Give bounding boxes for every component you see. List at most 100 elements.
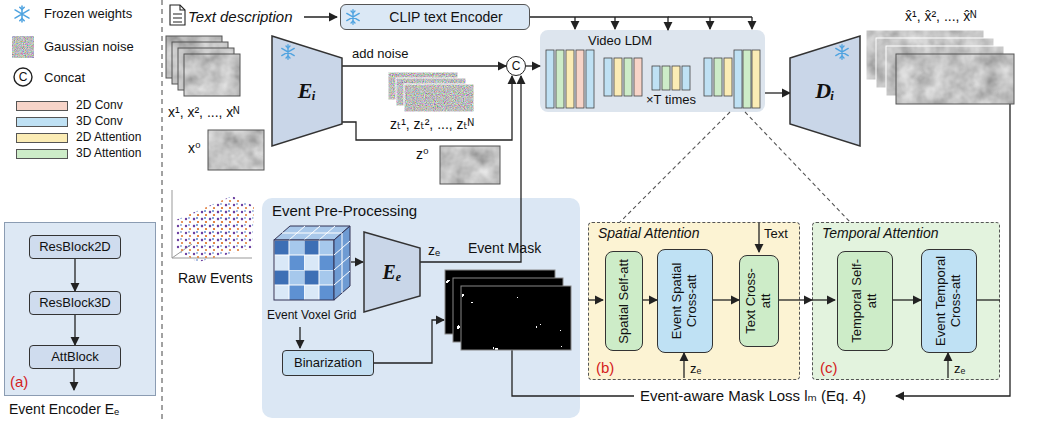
connector (342, 65, 506, 66)
legend-swatch (16, 149, 68, 159)
node-label: Event Pre-Processing (272, 202, 417, 220)
divider (162, 0, 163, 421)
node-label: (b) (596, 359, 614, 377)
legend-samples (14, 68, 32, 86)
legend-swatch (16, 133, 68, 143)
connector (342, 76, 512, 140)
attention-block: Text Cross-att (739, 255, 779, 347)
node-label: Dᵢ (815, 78, 835, 104)
legend-label: 2D Conv (76, 98, 123, 112)
unet-blocks (682, 66, 690, 90)
noise-frames (440, 146, 500, 184)
node-label: Temporal Self-att (850, 257, 880, 345)
node-label: Video LDM (588, 33, 652, 49)
resblock-box: ResBlock2D (29, 235, 121, 259)
arrows (812, 299, 835, 300)
document-icon (170, 5, 185, 25)
image-encoder: Eᵢ (272, 36, 342, 146)
annotation-label: Raw Events (178, 270, 253, 287)
arrows (351, 261, 363, 262)
input-frames (208, 130, 264, 170)
annotation-label: z⁰ (416, 146, 429, 163)
node-label: C (512, 59, 521, 73)
node-label: Event Temporal Cross-att (934, 255, 964, 347)
connector (765, 92, 790, 93)
arrows (574, 17, 575, 29)
input-frames (166, 36, 264, 170)
legend-swatch (16, 117, 68, 127)
event-mask-frames (461, 286, 571, 350)
arrows (751, 17, 752, 29)
voxel-grid (274, 240, 334, 300)
attention-block: Spatial Self-att (605, 251, 643, 351)
node-label: Eᵢ (298, 78, 316, 104)
voxel-grid (274, 226, 350, 300)
unet-blocks (724, 58, 732, 96)
arrows (299, 327, 300, 348)
frozen-icon (282, 45, 294, 59)
event-mask-frames (461, 286, 571, 350)
node-label: Text Cross-att (744, 261, 774, 341)
trapezoid-shape (364, 232, 420, 312)
annotation-label: zₑ (428, 242, 440, 259)
frozen-icon (347, 10, 359, 24)
node-label: Binarization (294, 355, 362, 371)
node-label: ×T times (646, 92, 696, 108)
legend-label: Gaussian noise (44, 39, 134, 55)
divider (162, 0, 163, 421)
unet-blocks (566, 50, 574, 108)
annotation-label: Event-aware Mask Loss lₘ (Eq. 4) (640, 387, 866, 405)
connector (893, 299, 921, 300)
cross-attention-block: Event Temporal Cross-att (921, 249, 977, 353)
legend-label: Concat (44, 70, 85, 86)
node-label: Spatial Self-att (617, 257, 632, 345)
noise-frames (440, 146, 500, 184)
legend-samples (15, 6, 29, 22)
node-label: (a) (10, 373, 28, 391)
frozen-icon (280, 44, 296, 60)
annotation-label: zₑ (954, 361, 965, 377)
annotation-label: zₜ¹, zₜ², ..., zₜᴺ (390, 116, 474, 133)
noise-frames (404, 84, 474, 112)
encoder-panel: (a)Event Encoder EₑResBlock2DResBlock3DA… (4, 222, 156, 396)
connector (74, 315, 75, 345)
connector (74, 259, 75, 291)
unet-blocks (672, 66, 680, 90)
node-label: Event Encoder Eₑ (9, 401, 119, 418)
connector (420, 76, 521, 262)
raw-events (190, 204, 244, 246)
image-decoder: Dᵢ (790, 36, 860, 146)
node-label: ResBlock3D (39, 295, 111, 311)
annotation-label: Event Mask (468, 240, 541, 257)
arrows (683, 353, 684, 378)
arrows (374, 320, 444, 363)
attblock-box: AttBlock (29, 345, 121, 369)
arrows (976, 299, 1000, 300)
annotation-label: x⁰ (188, 140, 201, 157)
connector (713, 299, 739, 300)
voxel-grid (334, 226, 350, 300)
annotation-label: zₑ (690, 361, 701, 377)
trapezoid-shape (790, 36, 860, 146)
connector (643, 299, 657, 300)
arrows (304, 16, 337, 17)
text-encoder-box: CLIP text Encoder (340, 4, 530, 30)
unet-blocks (652, 66, 660, 90)
input-frames (184, 54, 240, 96)
node-label: (c) (820, 359, 838, 377)
annotation-label: add noise (352, 46, 408, 62)
spatial-attention-panel: Spatial Attention(b)Spatial Self-attEven… (588, 222, 800, 380)
unet-blocks (662, 66, 670, 90)
unet-blocks (586, 50, 594, 108)
arrows (73, 368, 74, 390)
noise-frames (388, 72, 500, 184)
binarization-box: Binarization (282, 350, 374, 376)
attention-block: Temporal Self-att (837, 251, 893, 351)
unet-blocks (556, 50, 564, 108)
annotation-label: C (16, 69, 30, 85)
arrows (947, 353, 948, 378)
arrows (588, 299, 603, 300)
legend-samples (12, 6, 34, 86)
document-icon (170, 5, 185, 25)
